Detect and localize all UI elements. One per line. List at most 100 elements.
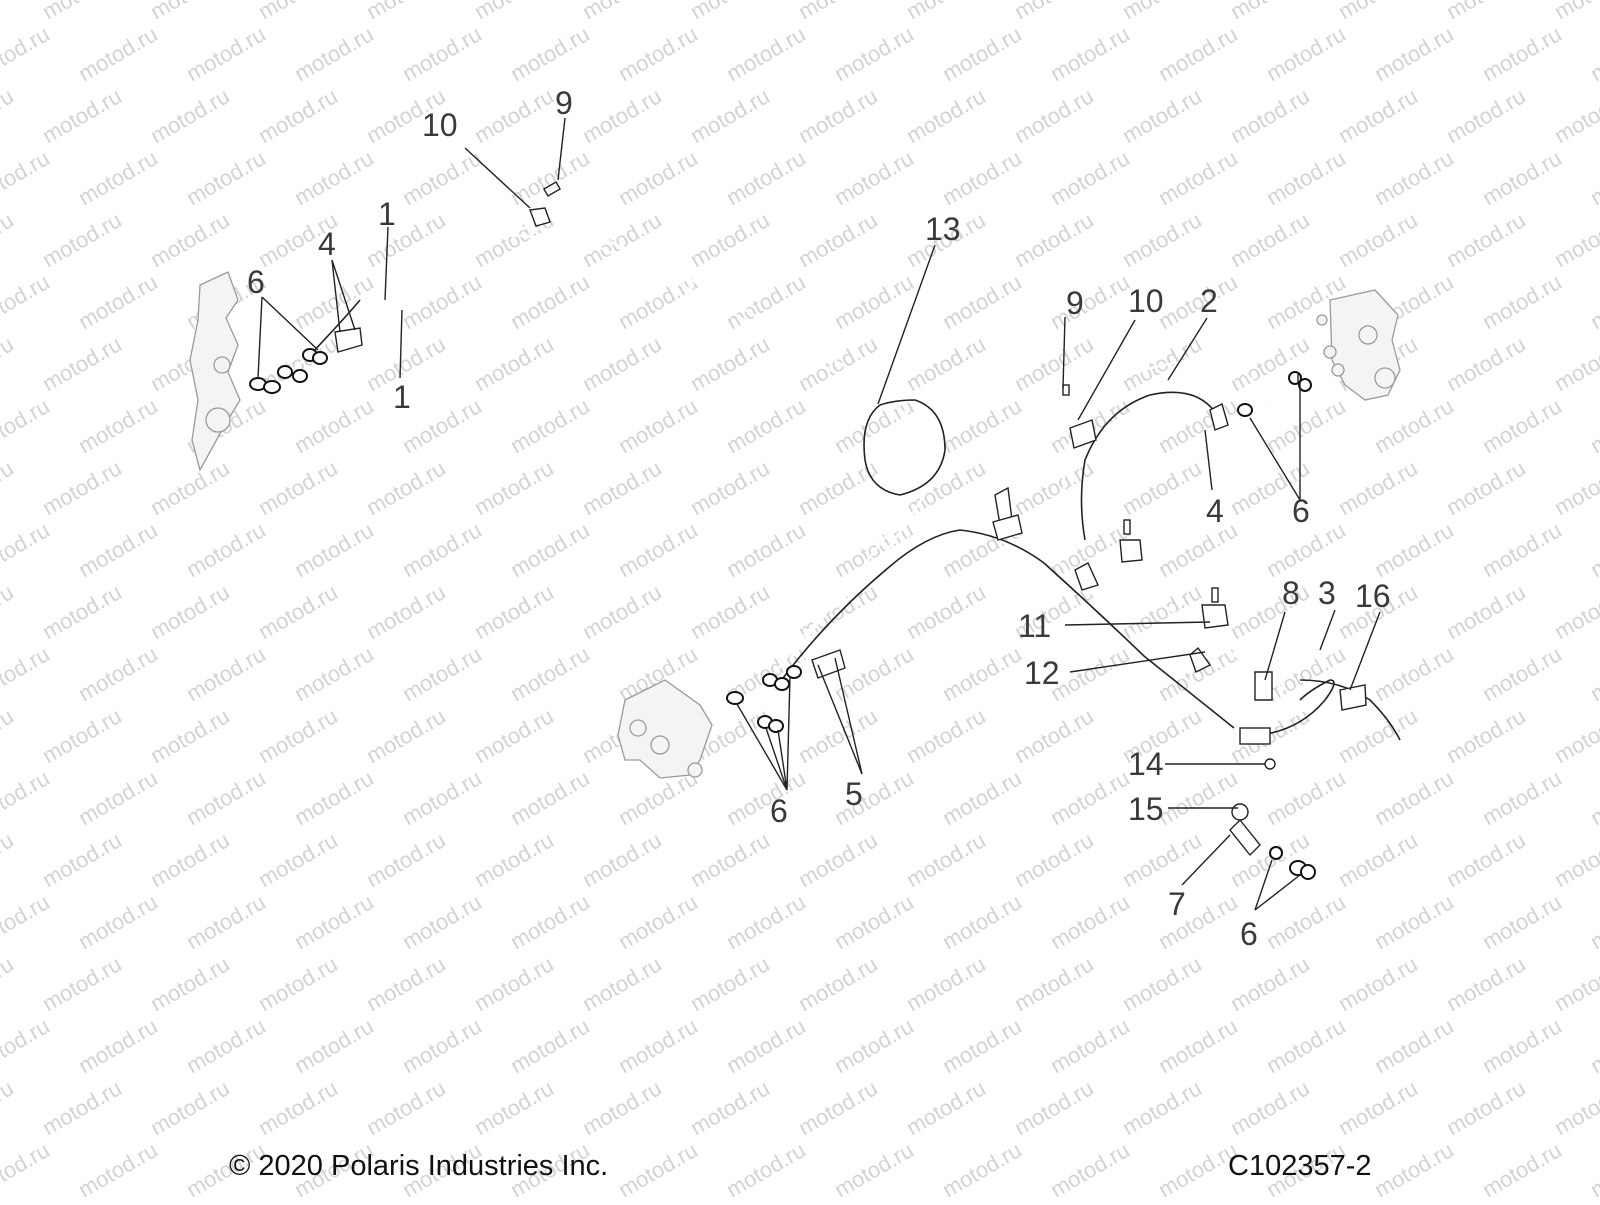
watermark-text: motod.ru [1586,1137,1600,1200]
watermark-text: motod.ru [470,455,558,520]
watermark-text: motod.ru [1550,83,1600,148]
watermark-text: motod.ru [290,21,378,86]
watermark-text: motod.ru [254,1075,342,1140]
watermark-text: motod.ru [182,145,270,210]
watermark-text: motod.ru [1478,641,1566,706]
callout-6-center: 6 [770,793,788,829]
front-right-caliper [617,679,713,779]
watermark-text: motod.ru [506,517,594,582]
watermark-text: motod.ru [614,889,702,954]
watermark-text: motod.ru [1334,1075,1422,1140]
watermark-text: motod.ru [0,1075,18,1140]
watermark-text: motod.ru [578,207,666,272]
watermark-text: motod.ru [146,1075,234,1140]
watermark-text: motod.ru [182,21,270,86]
watermark-text: motod.ru [1370,641,1458,706]
watermark-text: motod.ru [1154,393,1242,458]
watermark-text: motod.ru [1442,951,1530,1016]
watermark-text: motod.ru [1334,207,1422,272]
watermark-text: motod.ru [1118,0,1206,24]
watermark-text: motod.ru [1442,827,1530,892]
watermark-text: motod.ru [398,269,486,334]
watermark-text: motod.ru [398,765,486,830]
watermark-text: motod.ru [686,0,774,24]
watermark-text: motod.ru [470,827,558,892]
watermark-text: motod.ru [38,951,126,1016]
watermark-text: motod.ru [506,889,594,954]
watermark-text: motod.ru [938,269,1026,334]
watermark-text: motod.ru [146,827,234,892]
watermark-text: motod.ru [0,207,18,272]
watermark-text: motod.ru [0,1137,54,1200]
watermark-text: motod.ru [1370,889,1458,954]
watermark-text: motod.ru [38,331,126,396]
watermark-text: motod.ru [1478,1137,1566,1200]
watermark-text: motod.ru [1586,269,1600,334]
watermark-text: motod.ru [1442,83,1530,148]
watermark-text: motod.ru [1010,331,1098,396]
callout-7: 7 [1168,886,1186,922]
callout-labels: 10 9 1 4 6 1 13 9 10 2 4 6 8 3 16 11 12 … [247,85,1391,952]
watermark-text: motod.ru [614,1137,702,1200]
watermark-text: motod.ru [1478,1013,1566,1078]
callout-1-bottom: 1 [393,379,411,415]
callout-9-left: 9 [555,85,573,121]
watermark-text: motod.ru [722,393,810,458]
watermark-text: motod.ru [0,21,54,86]
watermark-text: motod.ru [1550,1075,1600,1140]
watermark-text: motod.ru [0,145,54,210]
watermark-text: motod.ru [506,21,594,86]
watermark-text: motod.ru [470,703,558,768]
watermark-text: motod.ru [362,703,450,768]
watermark-text: motod.ru [794,827,882,892]
watermark-text: motod.ru [74,765,162,830]
watermark-text: motod.ru [722,145,810,210]
watermark-text: motod.ru [614,393,702,458]
watermark-text: motod.ru [794,0,882,24]
watermark-text: motod.ru [1154,1013,1242,1078]
watermark-text: motod.ru [1334,703,1422,768]
callout-10-left: 10 [422,107,458,143]
watermark-text: motod.ru [254,827,342,892]
watermark-text: motod.ru [1334,0,1422,24]
watermark-text: motod.ru [1586,889,1600,954]
watermark-text: motod.ru [686,207,774,272]
callout-6-right: 6 [1292,493,1310,529]
watermark-text: motod.ru [290,765,378,830]
watermark-text: motod.ru [686,331,774,396]
watermark-text: motod.ru [794,951,882,1016]
watermark-text: motod.ru [254,83,342,148]
watermark-text: motod.ru [1226,579,1314,644]
watermark-text: motod.ru [0,889,54,954]
watermark-text: motod.ru [0,0,18,24]
watermark-text: motod.ru [1262,1013,1350,1078]
watermark-text: motod.ru [1118,83,1206,148]
watermark-text: motod.ru [578,951,666,1016]
watermark-text: motod.ru [506,641,594,706]
watermark-text: motod.ru [1262,393,1350,458]
watermark-text: motod.ru [74,145,162,210]
callout-14: 14 [1128,746,1164,782]
watermark-text: motod.ru [1442,703,1530,768]
watermark-text: motod.ru [722,765,810,830]
watermark-text: motod.ru [722,21,810,86]
watermark-text: motod.ru [1478,889,1566,954]
watermark-text: motod.ru [1046,1013,1134,1078]
watermark-text: motod.ru [74,393,162,458]
watermark-text: motod.ru [1046,21,1134,86]
watermark-text: motod.ru [362,455,450,520]
watermark-text: motod.ru [506,393,594,458]
watermark-text: motod.ru [1442,207,1530,272]
callout-11: 11 [1018,608,1051,644]
watermark-text: motod.ru [0,393,54,458]
watermark-text: motod.ru [1010,207,1098,272]
watermark-text: motod.ru [290,145,378,210]
watermark-text: motod.ru [290,641,378,706]
watermark-text: motod.ru [1046,145,1134,210]
watermark-text: motod.ru [1478,393,1566,458]
watermark-text: motod.ru [470,0,558,24]
watermark-text: motod.ru [1226,0,1314,24]
watermark-text: motod.ru [1118,951,1206,1016]
watermark-text: motod.ru [1478,21,1566,86]
watermark-text: motod.ru [686,579,774,644]
